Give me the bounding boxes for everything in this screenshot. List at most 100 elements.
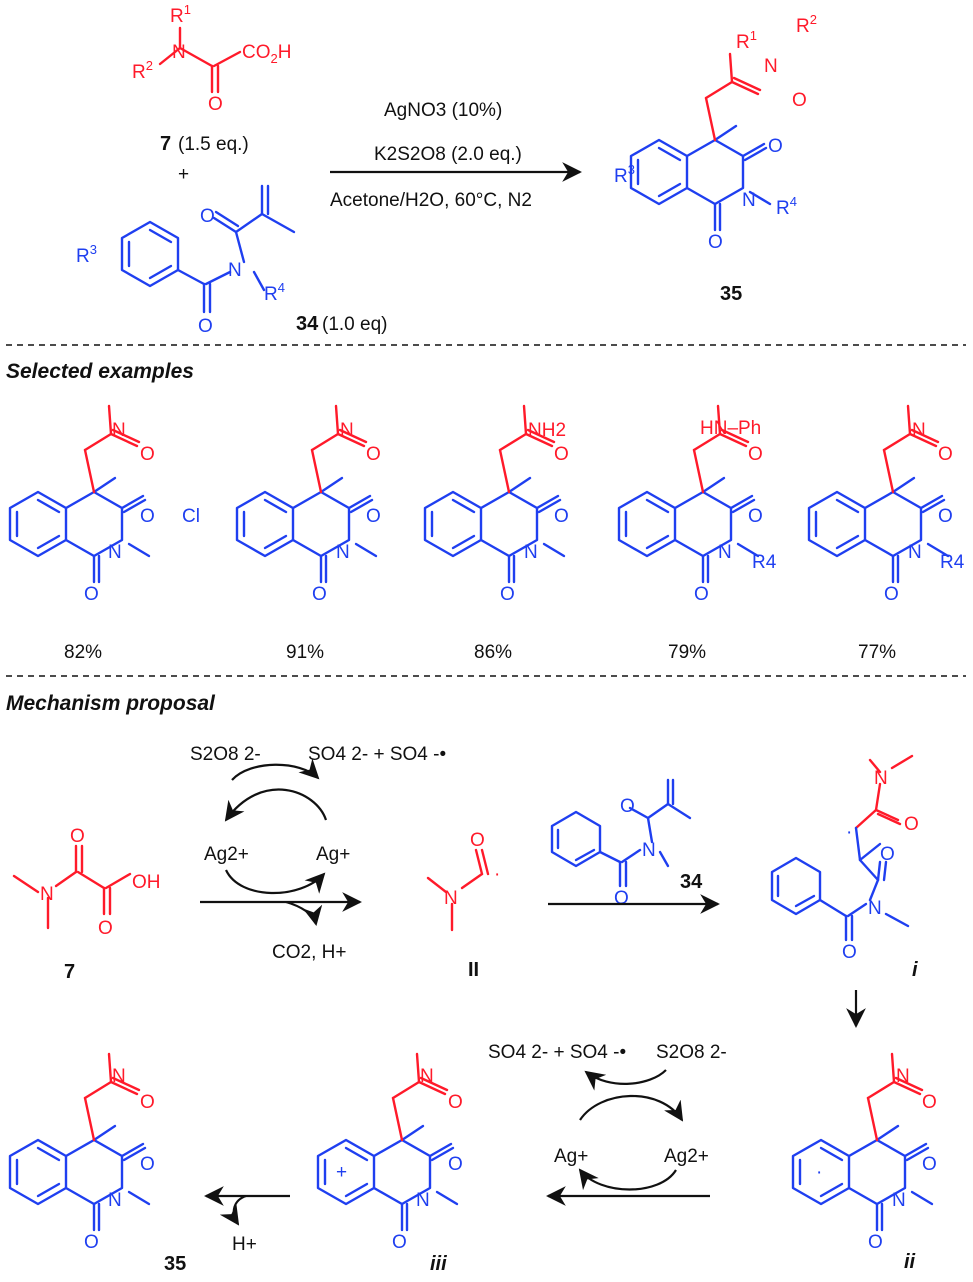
ag1-label: Ag+	[316, 844, 350, 865]
svg-text:N: N	[172, 42, 186, 63]
svg-text:R2: R2	[796, 12, 817, 37]
svg-text:O: O	[140, 506, 155, 527]
ag2-label-2: Ag2+	[664, 1146, 709, 1167]
svg-text:N: N	[742, 190, 756, 211]
intermediate-i-amide	[854, 754, 914, 830]
svg-text:O: O	[392, 1232, 407, 1253]
plus-sign: +	[178, 164, 189, 185]
svg-text:N: N	[764, 56, 778, 77]
compound-7-label: 7	[160, 133, 171, 155]
example-2-yield: 91%	[286, 642, 324, 663]
svg-text:O: O	[748, 506, 763, 527]
intermediate-i-label: i	[912, 959, 918, 981]
svg-text:O: O	[470, 830, 485, 851]
example-4-yield: 79%	[668, 642, 706, 663]
svg-text:O: O	[880, 844, 895, 865]
svg-text:·: ·	[494, 864, 500, 885]
mechanism-heading: Mechanism proposal	[6, 692, 216, 715]
svg-text:O: O	[768, 136, 783, 157]
example-5-yield: 77%	[858, 642, 896, 663]
proton-label: H+	[232, 1234, 257, 1255]
svg-text:O: O	[140, 1154, 155, 1175]
example-3-yield: 86%	[474, 642, 512, 663]
svg-text:O: O	[904, 814, 919, 835]
mechanism-34-label: 34	[680, 871, 703, 893]
svg-text:O: O	[84, 1232, 99, 1253]
svg-text:O: O	[98, 918, 113, 939]
radical-II-label: II	[468, 959, 479, 981]
compound-34-label: 34	[296, 313, 319, 335]
svg-text:O: O	[140, 444, 155, 465]
svg-text:+: +	[336, 1162, 347, 1183]
compound-34-equivalents: (1.0 eq)	[322, 314, 387, 335]
svg-text:O: O	[70, 826, 85, 847]
svg-text:N: N	[416, 1190, 430, 1211]
svg-text:N: N	[642, 840, 656, 861]
svg-text:O: O	[614, 888, 629, 909]
svg-text:O: O	[554, 444, 569, 465]
sulfate-products-label-2: SO4 2- + SO4 -•	[488, 1042, 626, 1063]
svg-text:R3: R3	[76, 242, 97, 267]
example-5-n-substituent: R4	[940, 552, 965, 573]
svg-text:N: N	[228, 260, 242, 281]
svg-text:O: O	[448, 1154, 463, 1175]
intermediate-ii-structure	[791, 1052, 934, 1232]
svg-text:O: O	[366, 506, 381, 527]
example-1-yield: 82%	[64, 642, 102, 663]
svg-text:N: N	[444, 888, 458, 909]
svg-text:O: O	[922, 1092, 937, 1113]
svg-text:O: O	[208, 94, 223, 115]
svg-text:O: O	[366, 444, 381, 465]
svg-text:R4: R4	[264, 280, 285, 305]
svg-text:O: O	[200, 206, 215, 227]
svg-text:R4: R4	[776, 194, 797, 219]
svg-text:OH: OH	[132, 872, 161, 893]
svg-text:N: N	[336, 542, 350, 563]
oxamic-acid-structure	[158, 26, 242, 94]
intermediate-iii-label: iii	[430, 1253, 447, 1275]
svg-text:R1: R1	[736, 28, 757, 53]
example-2-structure	[235, 404, 378, 584]
reagent-agno3: AgNO3 (10%)	[384, 100, 502, 121]
svg-text:N: N	[912, 420, 926, 441]
intermediate-i-scaffold	[770, 826, 910, 942]
sulfate-products-label: SO4 2- + SO4 -•	[308, 744, 446, 765]
svg-text:O: O	[448, 1092, 463, 1113]
svg-text:O: O	[922, 1154, 937, 1175]
svg-text:R1: R1	[170, 2, 191, 27]
compound-7-equivalents: (1.5 eq.)	[178, 134, 249, 155]
ag1-label-2: Ag+	[554, 1146, 588, 1167]
final-product-35-structure	[8, 1052, 151, 1232]
svg-text:N: N	[718, 542, 732, 563]
svg-text:N: N	[908, 542, 922, 563]
svg-text:O: O	[884, 584, 899, 605]
svg-text:N: N	[892, 1190, 906, 1211]
svg-text:O: O	[140, 1092, 155, 1113]
svg-text:O: O	[868, 1232, 883, 1253]
svg-text:O: O	[842, 942, 857, 963]
persulfate-label-2: S2O8 2-	[656, 1042, 727, 1063]
intermediate-ii-label: ii	[904, 1251, 916, 1273]
ag2-label: Ag2+	[204, 844, 249, 865]
mechanism-acid-7-structure	[12, 844, 132, 930]
svg-text:O: O	[748, 444, 763, 465]
svg-text:R2: R2	[132, 58, 153, 83]
svg-text:N: N	[112, 420, 126, 441]
svg-text:N: N	[420, 1066, 434, 1087]
chloro-substituent: Cl	[182, 506, 200, 527]
svg-text:O: O	[84, 584, 99, 605]
anilide-label: HN–Ph	[700, 418, 761, 439]
svg-text:N: N	[896, 1066, 910, 1087]
primary-amide-label: NH2	[528, 420, 566, 441]
svg-text:O: O	[554, 506, 569, 527]
svg-text:N: N	[874, 768, 888, 789]
svg-text:O: O	[708, 232, 723, 253]
byproducts-label: CO2, H+	[272, 942, 346, 963]
svg-text:O: O	[198, 316, 213, 337]
acrylamide-substrate-structure	[120, 184, 296, 314]
svg-text:O: O	[694, 584, 709, 605]
persulfate-label: S2O8 2-	[190, 744, 261, 765]
product-35-label: 35	[720, 283, 742, 305]
svg-text:O: O	[312, 584, 327, 605]
